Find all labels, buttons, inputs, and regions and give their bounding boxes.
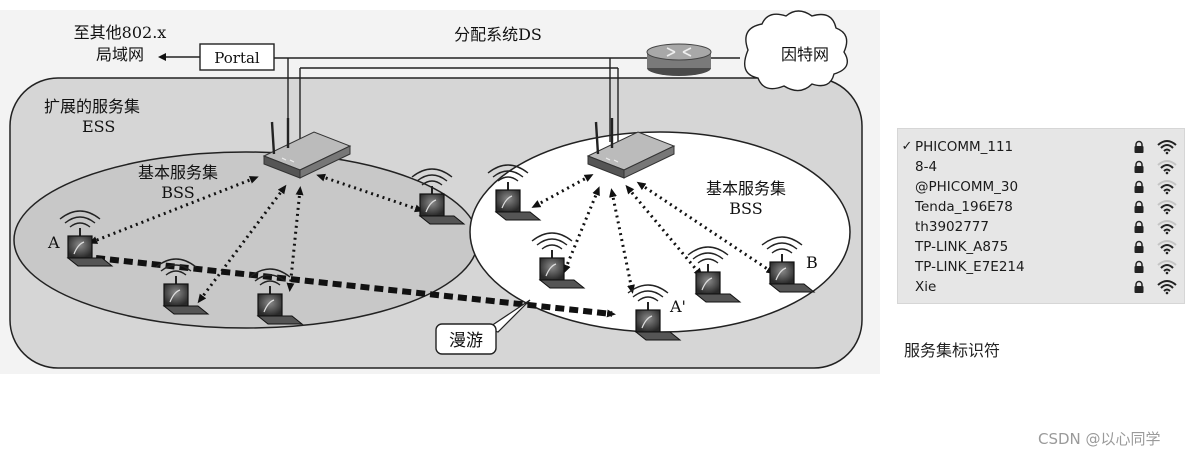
lock-icon	[1132, 220, 1146, 234]
station-a-prime-label: A'	[669, 297, 686, 316]
wifi-network-row[interactable]: @PHICOMM_30	[898, 177, 1184, 197]
lock-icon	[1132, 280, 1146, 294]
bss-left-label-line1: 基本服务集	[138, 163, 218, 182]
wifi-signal-icon	[1156, 259, 1178, 275]
wifi-signal-icon	[1156, 239, 1178, 255]
wifi-signal-icon	[1156, 179, 1178, 195]
roaming-path	[95, 255, 616, 318]
wifi-network-row[interactable]: Tenda_196E78	[898, 197, 1184, 217]
wifi-ssid-label: PHICOMM_111	[915, 139, 1014, 155]
ssid-caption: 服务集标识符	[904, 341, 1001, 360]
wifi-network-row[interactable]: Xie	[898, 277, 1184, 297]
wifi-ssid-label: TP-LINK_A875	[915, 239, 1009, 255]
bss-left-links	[88, 173, 424, 304]
wifi-ssid-label: 8-4	[915, 159, 938, 175]
internet-cloud-icon	[744, 10, 848, 92]
other-lan-label-line1: 至其他802.x	[74, 23, 167, 42]
router-icon	[646, 43, 712, 76]
lock-icon	[1132, 180, 1146, 194]
ess-diagram: Portal 至其他802.x 局域网 分配系统DS 因特网 扩展的服务集 ES…	[0, 10, 880, 374]
wifi-ssid-label: @PHICOMM_30	[915, 179, 1019, 195]
station-b-label: B	[806, 253, 818, 272]
bss-right-label-line1: 基本服务集	[706, 179, 786, 198]
wifi-signal-icon	[1156, 139, 1178, 155]
lock-icon	[1132, 140, 1146, 154]
wifi-ssid-label: Tenda_196E78	[915, 199, 1013, 215]
ess-label-line2: ESS	[82, 117, 115, 136]
ess-label-line1: 扩展的服务集	[44, 97, 140, 116]
wifi-network-row[interactable]: ✓PHICOMM_111	[898, 137, 1184, 157]
csdn-watermark: CSDN @以心同学	[1038, 430, 1161, 448]
wifi-ssid-label: TP-LINK_E7E214	[915, 259, 1025, 275]
roaming-label: 漫游	[449, 331, 483, 351]
portal-box	[199, 43, 275, 71]
bss-right-links	[531, 174, 776, 294]
wifi-signal-icon	[1156, 219, 1178, 235]
lock-icon	[1132, 160, 1146, 174]
wifi-ssid-label: Xie	[915, 279, 937, 295]
wifi-signal-icon	[1156, 199, 1178, 215]
wifi-network-row[interactable]: 8-4	[898, 157, 1184, 177]
wifi-ssid-label: th3902777	[915, 219, 989, 235]
lock-icon	[1132, 240, 1146, 254]
bss-left-label-line2: BSS	[161, 183, 194, 202]
checkmark-icon: ✓	[901, 139, 913, 154]
wifi-signal-icon	[1156, 279, 1178, 295]
wifi-network-row[interactable]: th3902777	[898, 217, 1184, 237]
bss-right-label-line2: BSS	[729, 199, 762, 218]
wifi-signal-icon	[1156, 159, 1178, 175]
lock-icon	[1132, 260, 1146, 274]
other-lan-label-line2: 局域网	[96, 45, 144, 64]
wifi-network-row[interactable]: TP-LINK_A875	[898, 237, 1184, 257]
station-a-label: A	[47, 233, 60, 252]
internet-label: 因特网	[781, 45, 829, 64]
ds-label: 分配系统DS	[454, 25, 542, 44]
lock-icon	[1132, 200, 1146, 214]
wifi-network-row[interactable]: TP-LINK_E7E214	[898, 257, 1184, 277]
portal-label: Portal	[214, 49, 260, 67]
roaming-callout-box	[435, 323, 497, 355]
